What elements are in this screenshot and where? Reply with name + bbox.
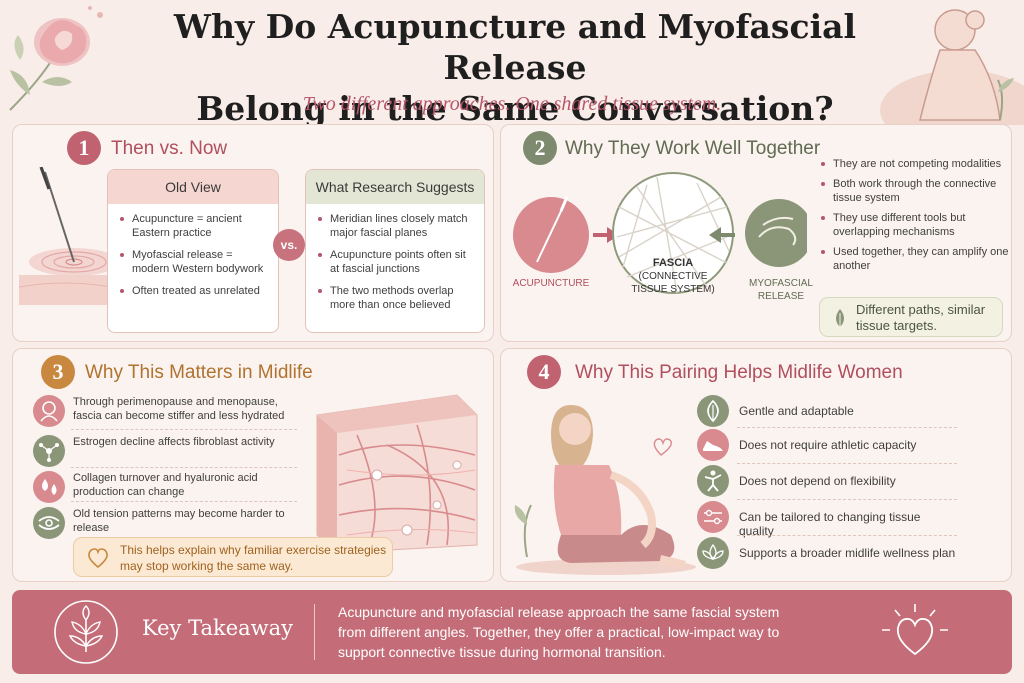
takeaway-line: Acupuncture and myofascial release appro…: [338, 604, 780, 620]
fascia-label-line: FASCIA: [652, 257, 694, 269]
midlife-item-text: Old tension patterns may become harder t…: [73, 508, 285, 534]
fascia-label-line: TISSUE SYSTEM): [631, 284, 715, 295]
section-heading: Why This Pairing Helps Midlife Women: [575, 362, 903, 383]
myofascial-label-line: RELEASE: [757, 291, 805, 302]
page-subtitle: Two different approaches. One shared tis…: [302, 93, 722, 115]
divider: [737, 499, 957, 500]
fascia-label-line: (CONNECTIVE: [638, 271, 708, 282]
droplets-icon: [33, 471, 65, 503]
section-number: 2: [523, 131, 557, 165]
list-item: Myofascial release = modern Western body…: [120, 248, 268, 276]
section-number: 4: [527, 355, 561, 389]
research-box: What Research Suggests Meridian lines cl…: [305, 169, 485, 333]
title-line-2: Belong in the Same Conversation?: [196, 89, 834, 128]
shoe-icon: [697, 429, 729, 461]
pairing-item-text: Gentle and adaptable: [739, 404, 854, 418]
stretch-figure-icon: [697, 465, 729, 497]
midlife-item-text: Collagen turnover and hyaluronic acid pr…: [73, 472, 258, 498]
midlife-item: Estrogen decline affects fibroblast acti…: [33, 433, 297, 469]
heart-glow-icon: [882, 604, 948, 656]
pairing-item-text: Does not require athletic capacity: [739, 438, 917, 452]
fascia-label: FASCIA (CONNECTIVE TISSUE SYSTEM): [613, 257, 733, 296]
research-title: What Research Suggests: [306, 170, 484, 204]
list-item: Meridian lines closely match major fasci…: [318, 212, 474, 240]
together-bullets: They are not competing modalities Both w…: [821, 157, 1009, 279]
takeaway-line: support connective tissue during hormona…: [338, 644, 666, 660]
midlife-item-text: Estrogen decline affects fibroblast acti…: [73, 436, 275, 448]
woman-sitting-icon: [514, 405, 696, 575]
molecule-icon: [33, 435, 65, 467]
old-view-box: Old View Acupuncture = ancient Eastern p…: [107, 169, 279, 333]
takeaway-text: Acupuncture and myofascial release appro…: [338, 602, 858, 662]
section-number: 1: [67, 131, 101, 165]
list-item: Acupuncture points often sit at fascial …: [318, 248, 474, 276]
title-line-1: Why Do Acupuncture and Myofascial Releas…: [173, 7, 857, 87]
list-item: Acupuncture = ancient Eastern practice: [120, 212, 268, 240]
divider: [737, 427, 957, 428]
page-title: Why Do Acupuncture and Myofascial Releas…: [110, 6, 920, 129]
callout-text: Different paths, similar tissue targets.: [856, 302, 986, 333]
list-item: Both work through the connective tissue …: [821, 177, 1009, 205]
list-item: They use different tools but overlapping…: [821, 211, 1009, 239]
divider: [71, 429, 297, 430]
pairing-item: Can be tailored to changing tissue quali…: [697, 501, 957, 538]
heart-icon: [88, 548, 108, 569]
together-callout: Different paths, similar tissue targets.: [819, 297, 1003, 337]
pairing-item: Does not depend on flexibility: [697, 465, 957, 499]
midlife-item: Old tension patterns may become harder t…: [33, 505, 297, 541]
midlife-item: Collagen turnover and hyaluronic acid pr…: [33, 469, 297, 505]
section-heading: Then vs. Now: [111, 138, 228, 159]
pairing-item: Gentle and adaptable: [697, 395, 957, 429]
section-then-vs-now: 1 Then vs. Now Old View Acupuncture = an…: [12, 124, 494, 342]
myofascial-label: MYOFASCIAL RELEASE: [741, 277, 821, 303]
section-pairing-helps: 4 Why This Pairing Helps Midlife Women G…: [500, 348, 1012, 582]
acupuncture-label: ACUPUNCTURE: [512, 278, 590, 289]
divider: [737, 463, 957, 464]
list-item: They are not competing modalities: [821, 157, 1009, 171]
pairing-item-text: Supports a broader midlife wellness plan: [739, 546, 956, 560]
takeaway-label: Key Takeaway: [142, 616, 294, 640]
section-midlife: 3 Why This Matters in Midlife Through pe…: [12, 348, 494, 582]
pairing-item-text: Does not depend on flexibility: [739, 474, 896, 488]
acupuncture-needle-skin-icon: [19, 167, 111, 305]
section-number: 3: [41, 355, 75, 389]
pairing-item-text: Can be tailored to changing tissue quali…: [739, 510, 921, 538]
leaf-icon: [836, 309, 844, 327]
vs-badge: vs.: [273, 229, 305, 261]
plant-emblem-icon: [54, 600, 118, 664]
woman-silhouette-icon: [880, 9, 1024, 125]
woman-profile-icon: [33, 395, 65, 427]
divider: [737, 535, 957, 536]
sliders-icon: [697, 501, 729, 533]
callout-text: This helps explain why familiar exercise…: [120, 543, 387, 573]
divider: [71, 467, 297, 468]
key-takeaway-banner: Key Takeaway Acupuncture and myofascial …: [12, 590, 1012, 674]
midlife-callout: This helps explain why familiar exercise…: [73, 537, 393, 577]
midlife-item-text: Through perimenopause and menopause, fas…: [73, 396, 285, 422]
leaf-icon: [697, 395, 729, 427]
list-item: The two methods overlap more than once b…: [318, 284, 474, 312]
takeaway-line: from different angles. Together, they of…: [338, 624, 780, 640]
pairing-item: Does not require athletic capacity: [697, 429, 957, 463]
fascia-diagram: [513, 172, 807, 294]
old-view-title: Old View: [108, 170, 278, 204]
divider: [71, 501, 297, 502]
pairing-item: Supports a broader midlife wellness plan: [697, 537, 957, 571]
lotus-icon: [697, 537, 729, 569]
myofascial-label-line: MYOFASCIAL: [749, 278, 813, 289]
list-item: Used together, they can amplify one anot…: [821, 245, 1009, 273]
flower-decoration-icon: [9, 6, 103, 111]
section-heading: Why They Work Well Together: [565, 138, 821, 159]
knot-icon: [33, 507, 65, 539]
midlife-item: Through perimenopause and menopause, fas…: [33, 393, 297, 429]
list-item: Often treated as unrelated: [120, 284, 268, 298]
tissue-cross-section-icon: [316, 394, 478, 554]
takeaway-divider: [314, 604, 315, 660]
section-work-together: 2 Why They Work Well Together ACUPUNCTUR…: [500, 124, 1012, 342]
section-heading: Why This Matters in Midlife: [85, 362, 313, 383]
